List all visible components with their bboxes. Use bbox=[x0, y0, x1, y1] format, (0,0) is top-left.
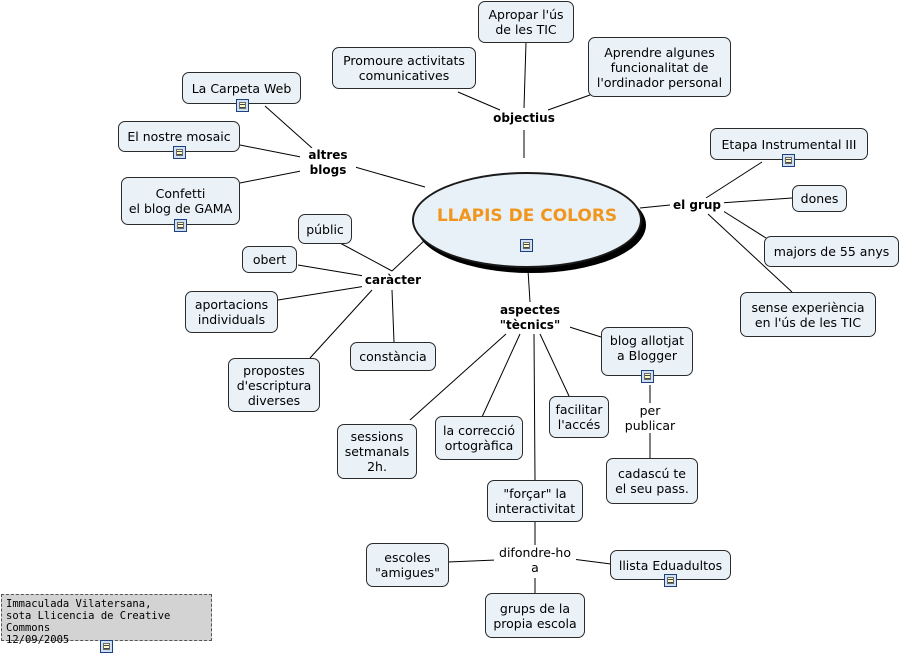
note-icon[interactable] bbox=[782, 154, 795, 167]
node-facilitar-acces[interactable]: facilitar l'accés bbox=[549, 396, 609, 438]
central-topic[interactable]: LLAPIS DE COLORS bbox=[412, 172, 642, 268]
node-forcar-interactivitat[interactable]: "forçar" la interactivitat bbox=[487, 480, 583, 522]
node-propostes[interactable]: propostes d'escriptura diverses bbox=[228, 358, 320, 412]
node-aportacions[interactable]: aportacions individuals bbox=[185, 291, 278, 333]
node-sessions[interactable]: sessions setmanals 2h. bbox=[337, 424, 417, 479]
node-sense-experiencia[interactable]: sense experiència en l'ús de les TIC bbox=[740, 292, 876, 337]
node-promoure[interactable]: Promoure activitats comunicatives bbox=[332, 47, 476, 89]
note-icon[interactable] bbox=[520, 239, 533, 252]
branch-aspectes-tecnics[interactable]: aspectes "tècnics" bbox=[490, 303, 570, 333]
node-grups-escola[interactable]: grups de la propia escola bbox=[485, 593, 585, 638]
node-majors-55[interactable]: majors de 55 anys bbox=[764, 236, 899, 267]
node-confetti[interactable]: Confetti el blog de GAMA bbox=[121, 177, 240, 225]
node-constancia[interactable]: constància bbox=[350, 342, 436, 371]
branch-el-grup[interactable]: el grup bbox=[670, 198, 724, 213]
node-aprendre[interactable]: Aprendre algunes funcionalitat de l'ordi… bbox=[588, 37, 731, 97]
node-blog-allotjat[interactable]: blog allotjat a Blogger bbox=[601, 327, 693, 376]
central-topic-title: LLAPIS DE COLORS bbox=[436, 206, 618, 226]
branch-altres-blogs[interactable]: altres blogs bbox=[300, 148, 356, 178]
note-icon[interactable] bbox=[174, 219, 187, 232]
label-per-publicar: per publicar bbox=[621, 403, 679, 433]
node-obert[interactable]: obert bbox=[242, 246, 297, 273]
node-public[interactable]: públic bbox=[298, 214, 352, 244]
note-icon[interactable] bbox=[173, 146, 186, 159]
node-apropar[interactable]: Apropar l'ús de les TIC bbox=[478, 1, 574, 43]
branch-objectius[interactable]: objectius bbox=[490, 111, 558, 126]
note-icon[interactable] bbox=[664, 574, 677, 587]
note-icon[interactable] bbox=[236, 99, 249, 112]
label-difondre: difondre-ho a bbox=[494, 545, 576, 575]
node-carpeta-web[interactable]: La Carpeta Web bbox=[182, 72, 301, 104]
node-cadascu[interactable]: cadascú te el seu pass. bbox=[606, 458, 698, 504]
note-icon[interactable] bbox=[641, 370, 654, 383]
node-dones[interactable]: dones bbox=[792, 185, 847, 212]
credit-note: Immaculada Vilatersana, sota Llicencia d… bbox=[1, 594, 212, 646]
node-escoles-amigues[interactable]: escoles "amigues" bbox=[366, 543, 449, 587]
branch-caracter[interactable]: caràcter bbox=[362, 273, 424, 288]
node-correccio[interactable]: la correcció ortogràfica bbox=[435, 416, 523, 460]
note-icon[interactable] bbox=[100, 640, 113, 653]
